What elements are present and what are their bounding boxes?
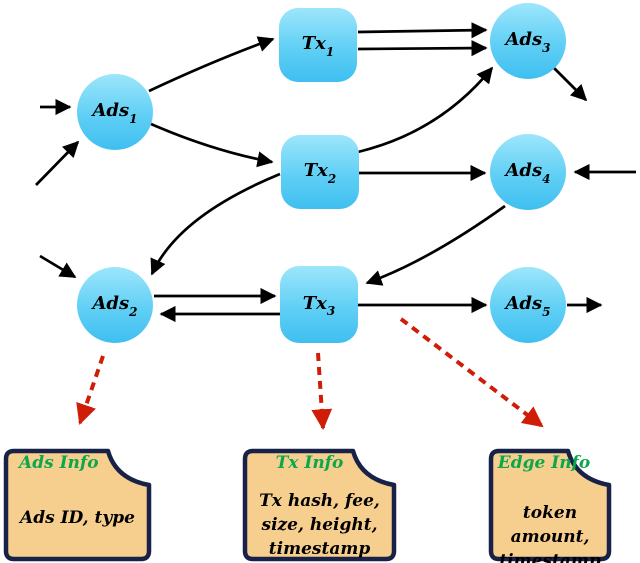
node-tx2-label: Tx2 (303, 160, 337, 186)
note-tx-info: Tx Info Tx hash, fee, size, height, time… (242, 448, 397, 562)
node-tx1: Tx1 (279, 8, 357, 82)
node-tx2: Tx2 (281, 135, 359, 209)
node-ads5: Ads5 (490, 267, 566, 343)
node-ads3-label: Ads3 (505, 29, 551, 55)
node-ads1-label: Ads1 (92, 100, 138, 126)
edge-tx2-ads3 (357, 66, 494, 154)
node-ads4: Ads4 (490, 134, 566, 210)
node-tx1-label: Tx1 (301, 33, 335, 59)
note-ads-info-title: Ads Info (19, 453, 99, 473)
node-tx3: Tx3 (280, 266, 358, 343)
note-ads-info-shape (3, 448, 152, 562)
edge-ads1-tx2 (150, 122, 274, 168)
edge-tx2-ads2 (150, 172, 281, 276)
note-edge-info-title: Edge Info (497, 453, 591, 473)
node-ads3: Ads3 (490, 3, 566, 79)
edge-external-ads2 (39, 254, 77, 279)
node-ads4-label: Ads4 (505, 160, 551, 186)
node-ads1: Ads1 (77, 74, 153, 150)
edge-ads1-tx1 (148, 36, 275, 93)
note-edge-info-shape (488, 448, 612, 562)
note-edge-info-body: token amount, timestamp (499, 503, 601, 563)
node-tx3-label: Tx3 (302, 292, 336, 319)
node-ads5-label: Ads5 (505, 293, 551, 319)
node-ads2: Ads2 (77, 267, 153, 343)
edge-external-ads1-b (35, 140, 80, 186)
edge-ads4-tx3 (365, 204, 506, 286)
edge-ads3-external (553, 67, 588, 102)
edge-tx1-ads3-a (357, 22, 488, 39)
node-ads2-label: Ads2 (92, 293, 138, 319)
annotation-arrow-ads2-adsinfo (76, 355, 105, 425)
note-ads-info: Ads Info Ads ID, type (3, 448, 152, 562)
annotation-arrow-tx3-txinfo (311, 352, 333, 431)
note-tx-info-shape (242, 448, 397, 562)
note-edge-info: Edge Info token amount, timestamp (488, 448, 612, 563)
note-tx-info-body: Tx hash, fee, size, height, timestamp (259, 491, 380, 559)
note-tx-info-title: Tx Info (275, 453, 344, 473)
note-ads-info-body: Ads ID, type (20, 508, 135, 528)
edge-tx1-ads3-b (357, 40, 488, 57)
